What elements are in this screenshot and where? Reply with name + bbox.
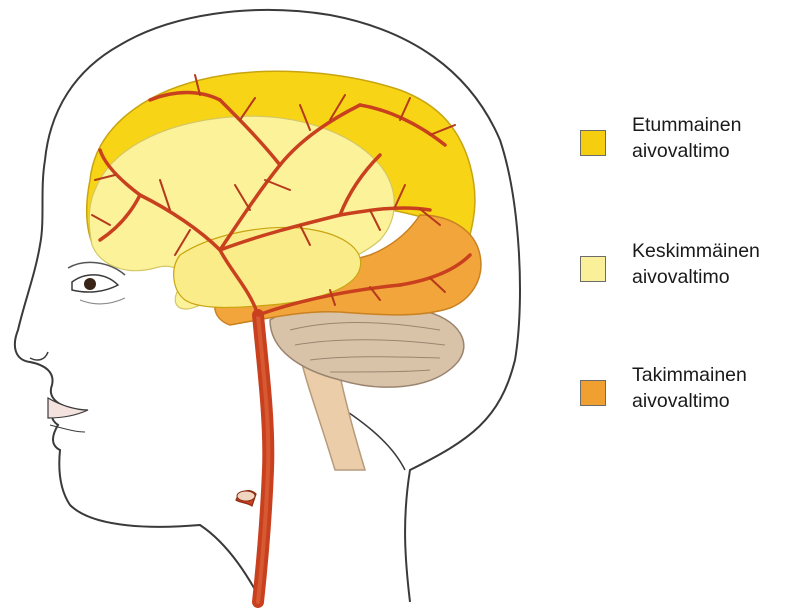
- nose: [30, 352, 48, 360]
- anterior-color-swatch: [580, 130, 606, 156]
- eye: [68, 262, 125, 304]
- legend-label-line2: aivovaltimo: [632, 264, 760, 290]
- legend-label-line2: aivovaltimo: [632, 138, 741, 164]
- cerebellum: [270, 303, 464, 387]
- lips: [48, 398, 88, 432]
- legend-label: Etummainen aivovaltimo: [632, 112, 741, 164]
- legend-label-line1: Takimmainen: [632, 362, 747, 388]
- legend-label-line2: aivovaltimo: [632, 388, 747, 414]
- legend-label: Keskimmäinen aivovaltimo: [632, 238, 760, 290]
- middle-color-swatch: [580, 256, 606, 282]
- legend-label-line1: Keskimmäinen: [632, 238, 760, 264]
- legend-label-line1: Etummainen: [632, 112, 741, 138]
- cut-vessel: [236, 491, 256, 506]
- legend-label: Takimmainen aivovaltimo: [632, 362, 747, 414]
- posterior-color-swatch: [580, 380, 606, 406]
